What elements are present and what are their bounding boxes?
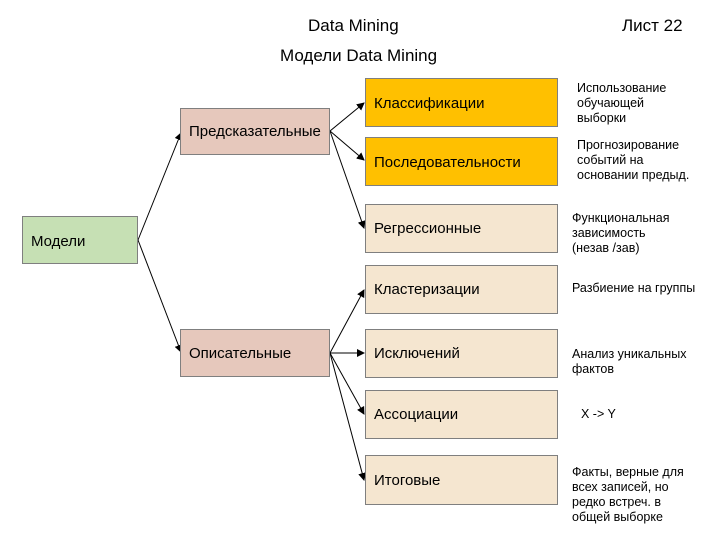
leaf-node-label: Ассоциации bbox=[374, 406, 459, 423]
leaf-node-regression: Регрессионные bbox=[365, 204, 558, 253]
desc-summary: Факты, верные для всех записей, но редко… bbox=[572, 465, 684, 525]
leaf-node-label: Исключений bbox=[374, 345, 460, 362]
desc-line: редко встреч. в bbox=[572, 495, 662, 509]
leaf-node-summary: Итоговые bbox=[365, 455, 558, 505]
group-node-label: Описательные bbox=[189, 345, 292, 362]
arrow-desc-association bbox=[329, 352, 365, 415]
leaf-node-label: Последовательности bbox=[374, 154, 521, 171]
desc-line: Использование bbox=[577, 81, 667, 95]
diagram-subtitle: Модели Data Mining bbox=[280, 46, 438, 65]
desc-line: зависимость bbox=[572, 226, 646, 240]
desc-sequence: Прогнозирование событий на основании пре… bbox=[577, 138, 689, 183]
desc-regression: Функциональная зависимость (незав /зав) bbox=[572, 211, 670, 256]
desc-clustering: Разбиение на группы bbox=[572, 281, 695, 296]
arrow-root-predictive bbox=[137, 132, 183, 241]
arrow-root-descriptive bbox=[137, 239, 183, 353]
arrow-pred-classification bbox=[329, 102, 365, 132]
arrow-pred-sequence bbox=[329, 130, 365, 161]
desc-line: (незав /зав) bbox=[572, 241, 640, 255]
desc-line: обучающей bbox=[577, 96, 645, 110]
leaf-node-label: Регрессионные bbox=[374, 220, 482, 237]
slide-number: Лист 22 bbox=[622, 16, 683, 35]
desc-line: общей выборке bbox=[572, 510, 663, 524]
root-node-models: Модели bbox=[22, 216, 138, 264]
leaf-node-clustering: Кластеризации bbox=[365, 265, 558, 314]
desc-line: Прогнозирование bbox=[577, 138, 680, 152]
desc-line: Анализ уникальных bbox=[572, 347, 687, 361]
desc-line: X -> Y bbox=[581, 407, 616, 421]
desc-line: фактов bbox=[572, 362, 615, 376]
leaf-node-classification: Классификации bbox=[365, 78, 558, 127]
desc-line: Факты, верные для bbox=[572, 465, 684, 479]
group-node-label: Предсказательные bbox=[189, 123, 321, 140]
desc-line: выборки bbox=[577, 111, 627, 125]
leaf-node-label: Кластеризации bbox=[374, 281, 480, 298]
desc-line: Функциональная bbox=[572, 211, 670, 225]
desc-line: Разбиение на группы bbox=[572, 281, 696, 295]
header-title: Data Mining bbox=[308, 16, 399, 35]
arrow-pred-regression bbox=[329, 130, 366, 229]
group-node-predictive: Предсказательные bbox=[180, 108, 330, 155]
root-node-label: Модели bbox=[31, 233, 86, 250]
desc-line: всех записей, но bbox=[572, 480, 669, 494]
leaf-node-exceptions: Исключений bbox=[365, 329, 558, 378]
arrow-desc-clustering bbox=[329, 289, 365, 354]
desc-classification: Использование обучающей выборки bbox=[577, 81, 666, 126]
desc-line: основании предыд. bbox=[577, 168, 690, 182]
desc-exceptions: Анализ уникальных фактов bbox=[572, 347, 686, 377]
desc-line: событий на bbox=[577, 153, 644, 167]
group-node-descriptive: Описательные bbox=[180, 329, 330, 377]
desc-association: X -> Y bbox=[581, 407, 616, 422]
leaf-node-sequence: Последовательности bbox=[365, 137, 558, 186]
leaf-node-association: Ассоциации bbox=[365, 390, 558, 439]
arrow-desc-summary bbox=[329, 352, 367, 481]
leaf-node-label: Итоговые bbox=[374, 472, 441, 489]
leaf-node-label: Классификации bbox=[374, 95, 485, 112]
